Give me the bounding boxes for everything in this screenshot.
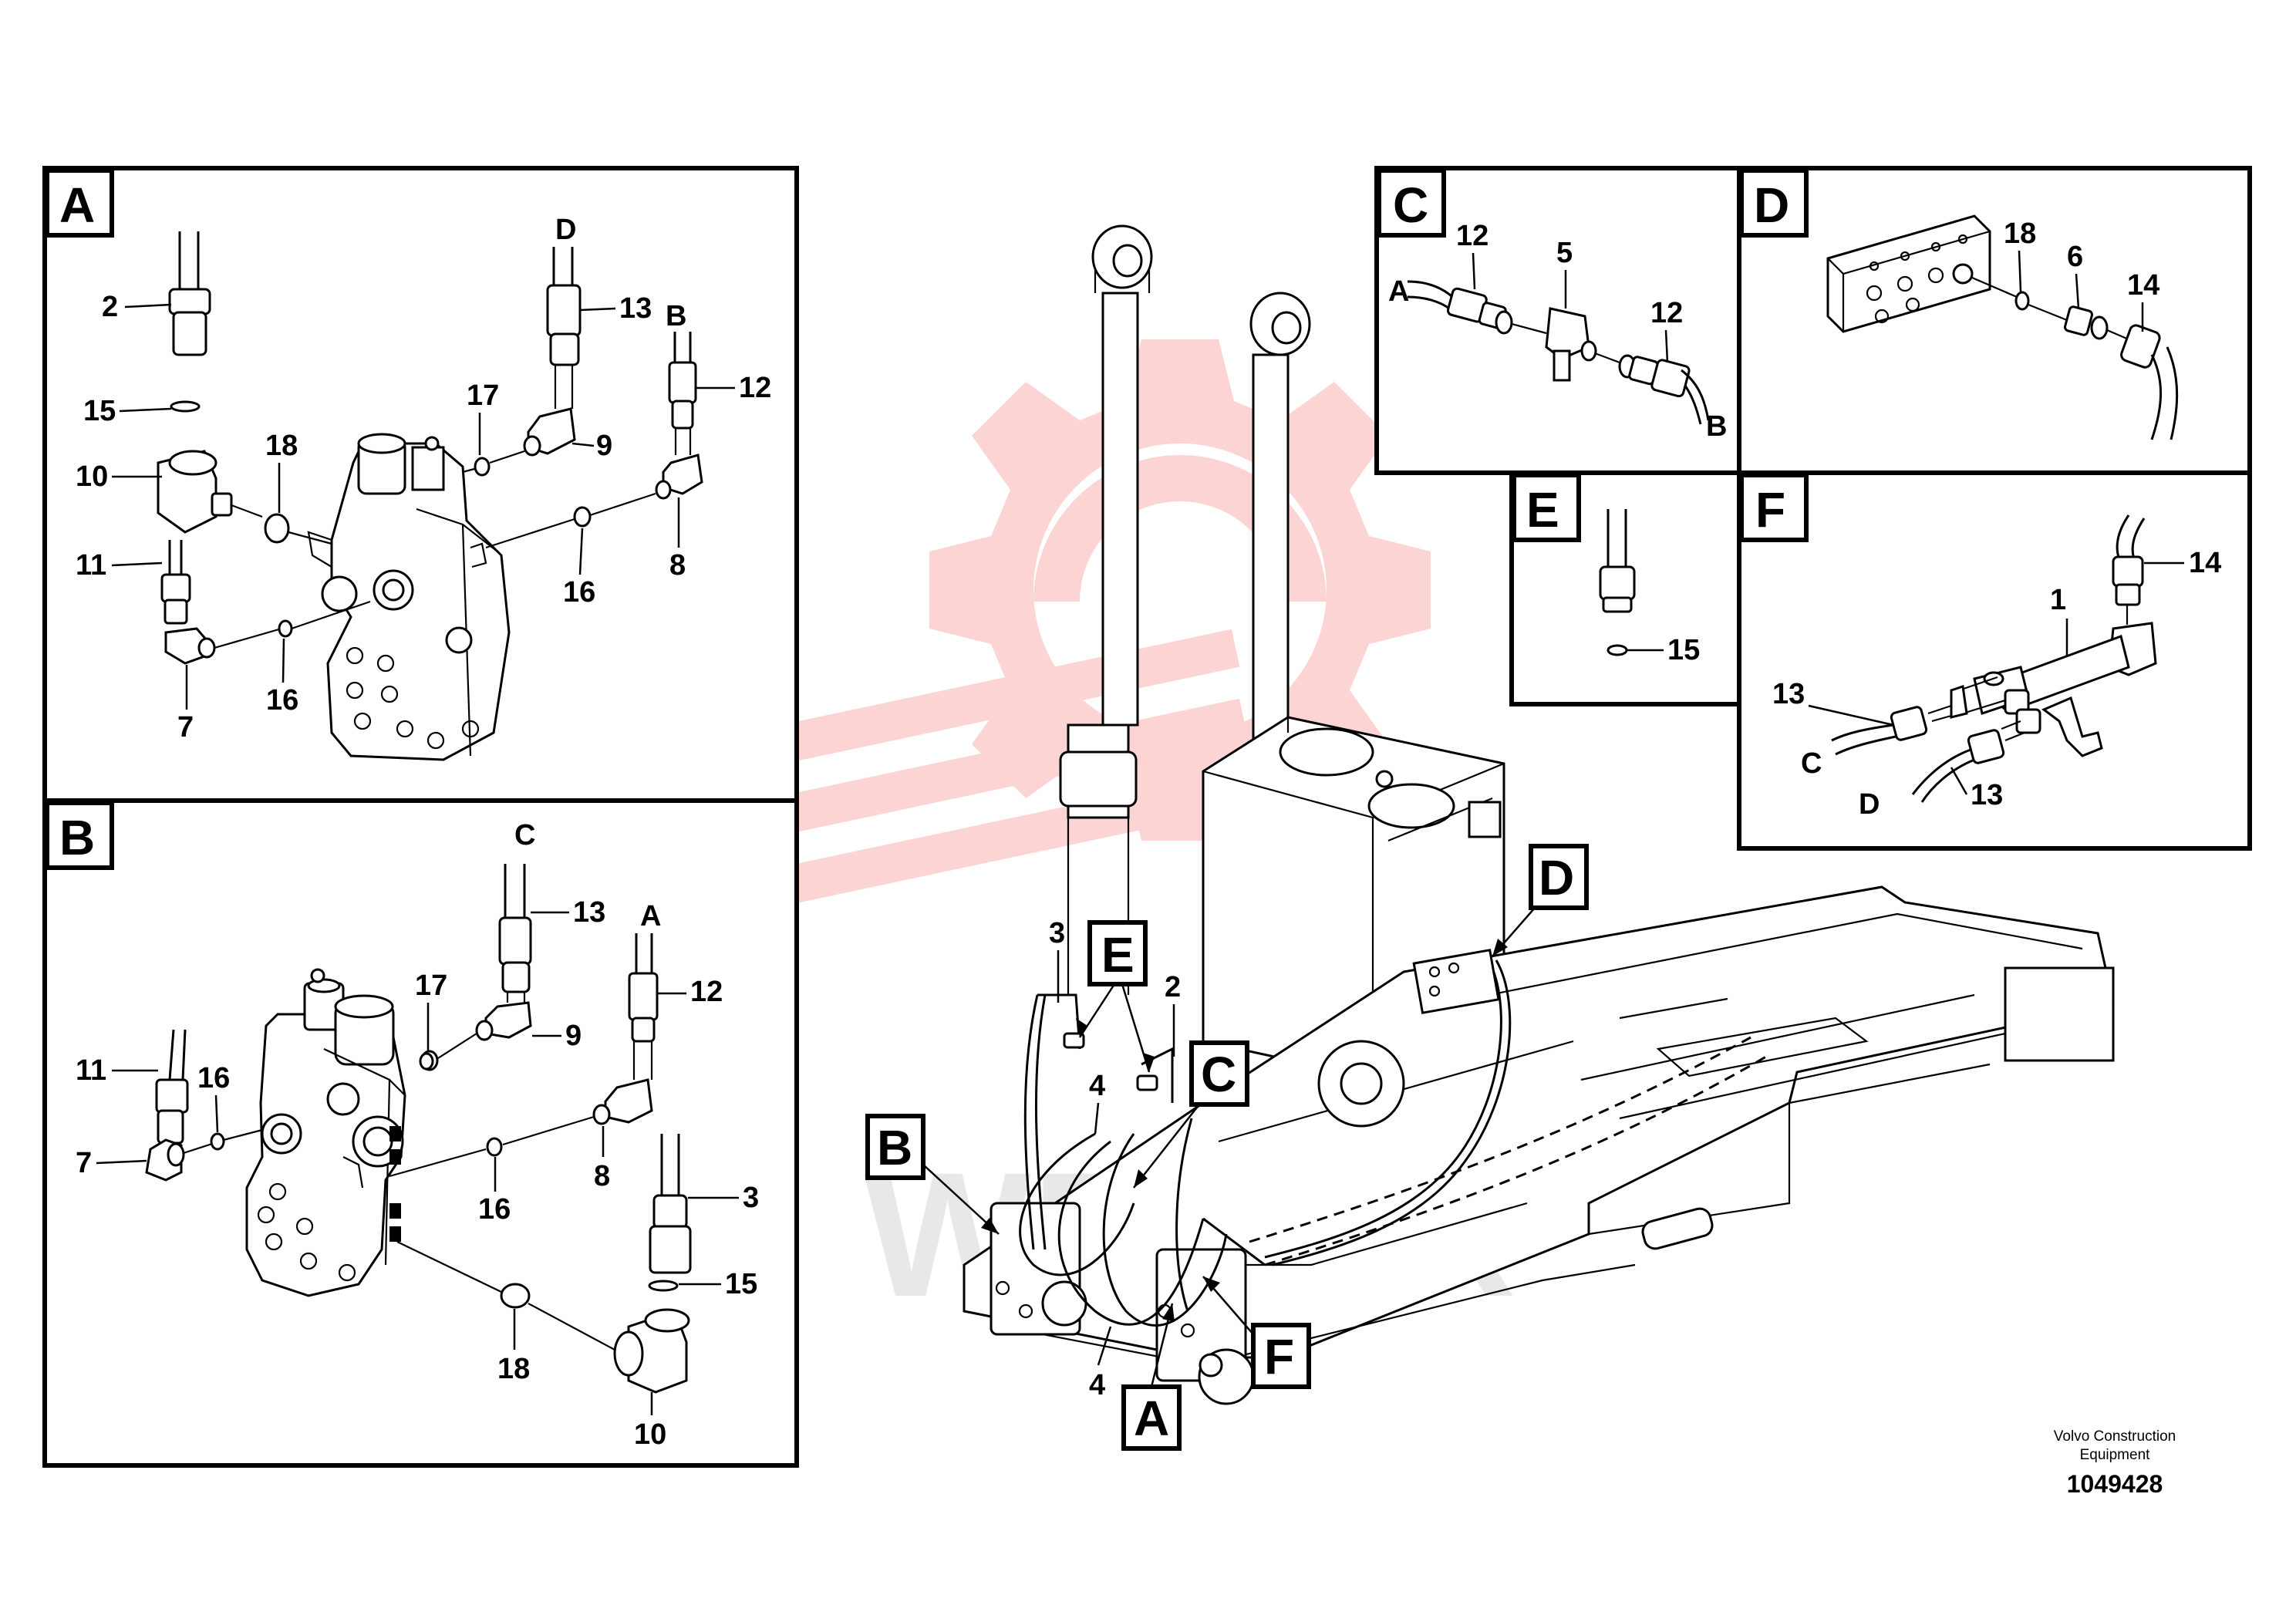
hose-C-tag: C (514, 819, 535, 851)
callout-A-main[interactable]: A (1121, 1303, 1182, 1451)
callout-letter: E (1101, 927, 1135, 983)
hose-12-assembly (389, 933, 659, 1178)
company-name: Volvo Construction (2054, 1428, 2176, 1445)
excavator-frame-drawing (963, 224, 2115, 1405)
label-12: 12 (1456, 220, 1489, 252)
label-16: 16 (266, 684, 298, 717)
drawing-number: 1049428 (2067, 1470, 2163, 1498)
label-5: 5 (1556, 237, 1573, 269)
label-3: 3 (743, 1182, 759, 1214)
panel-B: B (42, 798, 799, 1468)
hose-B-tag: B (1706, 410, 1727, 443)
callout-letter: A (1134, 1391, 1169, 1446)
hose-D-tag: D (1859, 788, 1880, 821)
panel-A-labels: 2 15 10 18 11 7 16 17 D 13 9 B 12 8 16 (76, 214, 771, 744)
label-4-lower: 4 (1089, 1369, 1105, 1401)
hydraulic-cylinder-left (1059, 224, 1153, 995)
control-valve-body (245, 968, 406, 1297)
label-16: 16 (478, 1193, 511, 1226)
panel-A-title: A (59, 177, 95, 233)
panel-D: D (1737, 166, 2252, 475)
hose-C-tag: C (1801, 747, 1822, 780)
label-14: 14 (2189, 547, 2221, 579)
label-17: 17 (415, 969, 447, 1002)
label-14: 14 (2127, 269, 2159, 302)
label-18: 18 (2004, 218, 2036, 250)
panel-E-title: E (1526, 482, 1559, 538)
label-13: 13 (573, 896, 605, 929)
label-13: 13 (1772, 678, 1805, 710)
main-hoses (1019, 949, 1767, 1327)
panel-B-title: B (59, 810, 95, 865)
label-10: 10 (76, 460, 108, 493)
label-10: 10 (634, 1418, 666, 1451)
main-part-labels: 3 2 4 4 (1049, 917, 1181, 1401)
label-16: 16 (563, 576, 595, 609)
panel-C-labels: 12 A 5 12 B (1388, 220, 1727, 443)
label-2: 2 (102, 291, 118, 323)
callout-C-main[interactable]: C (1133, 1040, 1249, 1189)
control-valve-body (307, 433, 511, 761)
hose-A-tag: A (1388, 275, 1409, 308)
panel-F-labels: 14 1 13 C D 13 (1772, 547, 2221, 821)
panel-C: C (1374, 166, 1741, 475)
callout-letter: C (1201, 1047, 1236, 1102)
label-11: 11 (76, 1054, 106, 1087)
panel-E-labels: 15 (1627, 634, 1700, 666)
label-2: 2 (1165, 971, 1181, 1003)
callout-D-main[interactable]: D (1492, 844, 1589, 957)
panel-D-title: D (1754, 177, 1789, 233)
label-13: 13 (619, 292, 652, 325)
publisher-block: Volvo Construction Equipment 1049428 (2054, 1428, 2176, 1498)
label-15: 15 (725, 1268, 757, 1300)
label-9: 9 (565, 1020, 582, 1052)
company-name-line2: Equipment (2080, 1447, 2151, 1463)
panel-A: A (42, 166, 799, 803)
label-12: 12 (1650, 297, 1683, 329)
callout-letter: D (1539, 850, 1574, 905)
label-7: 7 (76, 1147, 92, 1179)
panel-F: F (1737, 470, 2252, 851)
label-1: 1 (2050, 584, 2066, 616)
label-17: 17 (467, 379, 499, 412)
label-8: 8 (594, 1160, 610, 1192)
hose-3-assembly (389, 1126, 692, 1394)
hose-11-assembly (145, 1029, 263, 1182)
callout-letter: B (877, 1120, 912, 1175)
label-12: 12 (739, 372, 771, 404)
chassis-frame (963, 885, 2115, 1367)
label-16: 16 (197, 1062, 230, 1094)
label-12: 12 (690, 976, 723, 1008)
hose-A-tag: A (640, 900, 661, 932)
label-4-upper: 4 (1089, 1070, 1105, 1102)
hose-13-assembly (462, 247, 582, 477)
callout-F-main[interactable]: F (1202, 1276, 1311, 1389)
label-18: 18 (265, 430, 298, 462)
label-18: 18 (497, 1353, 530, 1385)
label-6: 6 (2067, 241, 2083, 273)
label-15: 15 (83, 395, 116, 427)
hose-11-assembly (160, 540, 371, 665)
hose-B-tag: B (666, 300, 686, 332)
callout-E-main[interactable]: E (1076, 920, 1155, 1073)
panel-E: E (1509, 470, 1741, 706)
label-15: 15 (1667, 634, 1700, 666)
callout-B-main[interactable]: B (865, 1114, 1000, 1235)
label-13: 13 (1971, 779, 2003, 811)
label-7: 7 (177, 711, 194, 744)
panel-C-title: C (1393, 177, 1428, 233)
label-11: 11 (76, 549, 106, 582)
label-9: 9 (596, 430, 612, 462)
hose-13-assembly (420, 864, 532, 1071)
hose-D-tag: D (555, 214, 576, 246)
label-8: 8 (669, 549, 686, 582)
panel-B-labels: C 13 A 12 17 9 11 16 7 16 8 3 15 18 10 (76, 819, 759, 1451)
panel-D-labels: 18 6 14 (2004, 218, 2159, 332)
hose-12-assembly (485, 332, 703, 549)
callout-letter: F (1264, 1329, 1294, 1384)
hose-2-assembly (157, 231, 332, 545)
label-3: 3 (1049, 917, 1065, 949)
panel-F-title: F (1755, 482, 1785, 538)
